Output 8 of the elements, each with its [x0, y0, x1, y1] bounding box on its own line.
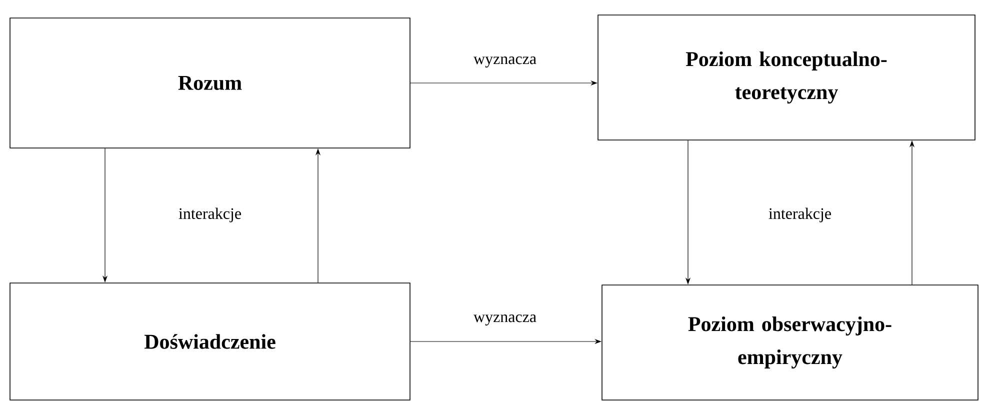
concept-box: Doświadczenie — [10, 282, 410, 400]
edge-label: wyznacza — [474, 56, 536, 68]
concept-box: Rozum — [10, 18, 410, 148]
interaction-label: interakcje — [768, 208, 831, 222]
concept-box: Poziom konceptualno-teoretyczny — [598, 14, 976, 140]
edge-label: wyznacza — [474, 314, 536, 326]
concept-box: Poziom obserwacyjno-empiryczny — [602, 284, 978, 400]
interaction-label: interakcje — [178, 208, 241, 222]
